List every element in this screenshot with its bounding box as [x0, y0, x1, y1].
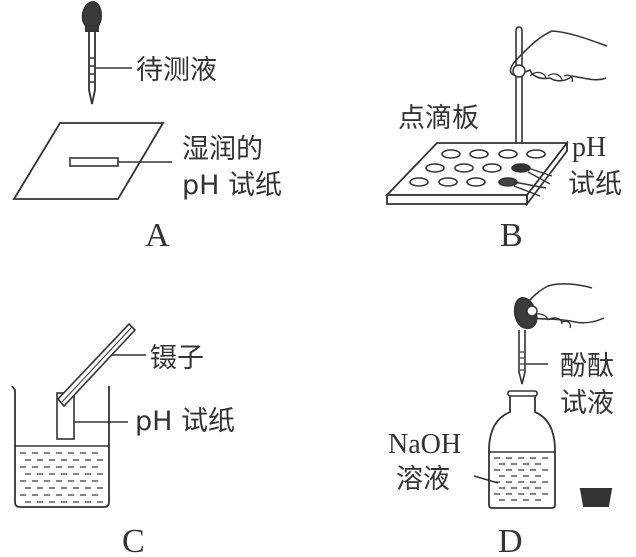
dropper-tube: [88, 31, 96, 105]
glass-plate: [12, 122, 165, 200]
hand-thumb: [526, 305, 538, 317]
panel-b: 点滴板 pH 试纸 B: [384, 26, 622, 254]
solution-leader-line: [473, 475, 499, 484]
tweezers-label: 镊子: [150, 343, 204, 374]
hand-fingers: [529, 71, 574, 83]
dropper-tube: [518, 330, 526, 385]
caption-d: D: [498, 523, 523, 557]
dropper-liquid-marks: [90, 57, 94, 83]
spot-plate-side: [386, 194, 528, 205]
paper-label: pH 试纸: [135, 406, 235, 437]
tweezers-split: [61, 326, 133, 403]
caption-c: C: [122, 523, 145, 557]
dropper-liquid-marks: [520, 351, 524, 371]
ph-paper-strip: [69, 157, 119, 167]
beaker: [11, 385, 110, 508]
ph-paper-leaders: [513, 167, 553, 197]
solution-label-line1: NaOH: [388, 429, 461, 460]
panel-d: 酚酞 试液 NaOH 溶液 D: [388, 283, 614, 557]
liquid-dashes: [20, 452, 103, 503]
dropper-collar: [85, 25, 99, 32]
caption-a: A: [145, 217, 170, 254]
hand-fingers: [531, 313, 572, 329]
paper-label-line2: pH 试纸: [182, 170, 282, 201]
caption-b: B: [500, 217, 523, 254]
paper-label-line1: 湿润的: [182, 134, 263, 165]
spot-plate-wells: [409, 149, 546, 187]
bottle-stopper: [579, 488, 613, 507]
paper-label-line1: pH: [572, 132, 606, 163]
plate-label: 点滴板: [398, 103, 479, 134]
spot-plate-edge: [526, 140, 568, 207]
dropper-label: 待测液: [136, 55, 217, 86]
liquid-dashes: [494, 457, 548, 501]
dropper-label-line1: 酚酞: [560, 351, 614, 382]
hand-icon: [525, 283, 605, 324]
hand-thumb: [512, 64, 526, 78]
bottle-mouth: [507, 390, 538, 397]
panel-c: 镊子 pH 试纸 C: [11, 322, 235, 557]
reagent-bottle: [488, 395, 556, 509]
dropper-bulb-icon: [81, 0, 103, 28]
solution-label-line2: 溶液: [396, 464, 450, 495]
dropper-label-line2: 试液: [560, 388, 614, 419]
panel-a: 待测液 湿润的 pH 试纸 A: [12, 0, 282, 254]
paper-label-line2: 试纸: [568, 169, 622, 200]
